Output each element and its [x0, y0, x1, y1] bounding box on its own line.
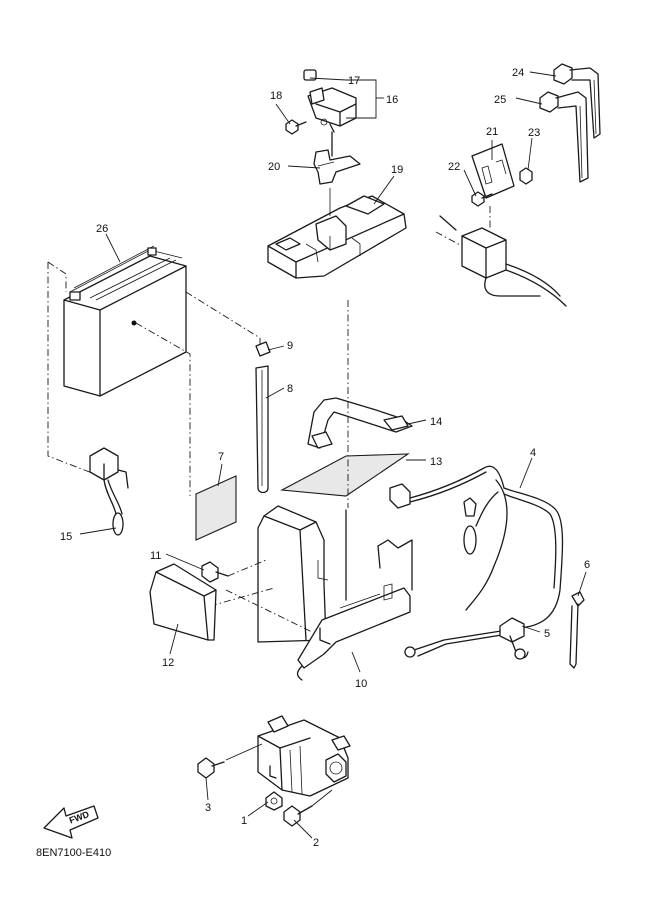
callout-16: 16	[386, 94, 398, 106]
callout-5: 5	[544, 628, 550, 640]
callout-10: 10	[355, 678, 367, 690]
callout-23: 23	[528, 127, 540, 139]
relay-bracket	[313, 149, 361, 185]
leader-lines	[79, 71, 587, 839]
cable-tie-lower	[539, 91, 589, 183]
callout-8: 8	[287, 383, 293, 395]
cable-tie-upper	[553, 63, 601, 139]
callout-3: 3	[205, 802, 211, 814]
cable-clamp	[499, 617, 529, 660]
starter-bolt-right	[283, 805, 313, 827]
vent-tube-clip	[255, 341, 271, 357]
side-cover	[149, 563, 217, 641]
vent-tube	[255, 365, 269, 494]
callout-20: 19	[391, 164, 403, 176]
callout-18: 18	[270, 90, 282, 102]
starter-relay	[303, 69, 357, 157]
callout-26: 26	[96, 223, 108, 235]
starter-nut	[265, 791, 283, 811]
callout-6: 6	[584, 559, 590, 571]
callout-15: 15	[60, 531, 72, 543]
starter-motor	[257, 715, 351, 797]
battery-lead	[89, 447, 129, 536]
starter-cable	[389, 465, 564, 658]
callout-14: 14	[430, 416, 442, 428]
callout-7: 7	[218, 451, 224, 463]
battery-pad	[195, 475, 237, 541]
callout-17: 17	[348, 75, 360, 87]
callout-11: 11	[150, 550, 161, 562]
callout-13: 13	[430, 456, 442, 468]
relay-bolt	[285, 119, 307, 135]
fuse-bracket	[471, 143, 515, 199]
callout-24: 24	[512, 67, 524, 79]
callout-21: 21	[486, 126, 498, 138]
callout-12: 12	[162, 657, 174, 669]
wire-connector	[435, 206, 567, 307]
bracket-nut	[519, 167, 533, 185]
callout-22: 22	[448, 161, 460, 173]
forward-arrow-icon: FWD	[43, 805, 99, 839]
callout-9: 9	[287, 340, 293, 352]
battery-box	[257, 505, 413, 681]
cable-tie	[569, 591, 585, 669]
battery-cover	[267, 188, 407, 279]
battery-band	[307, 397, 413, 449]
callout-19: 20	[268, 161, 280, 173]
callout-4: 4	[530, 447, 536, 459]
drawing-code: 8EN7100-E410	[36, 847, 111, 859]
mount-bolt	[201, 561, 229, 583]
callout-2: 2	[313, 837, 319, 849]
bracket-screw	[471, 191, 493, 207]
callout-1: 1	[241, 815, 247, 827]
starter-bolt-left	[197, 757, 225, 779]
callout-25: 25	[494, 94, 506, 106]
battery	[63, 245, 187, 397]
battery-sheet	[280, 453, 410, 497]
